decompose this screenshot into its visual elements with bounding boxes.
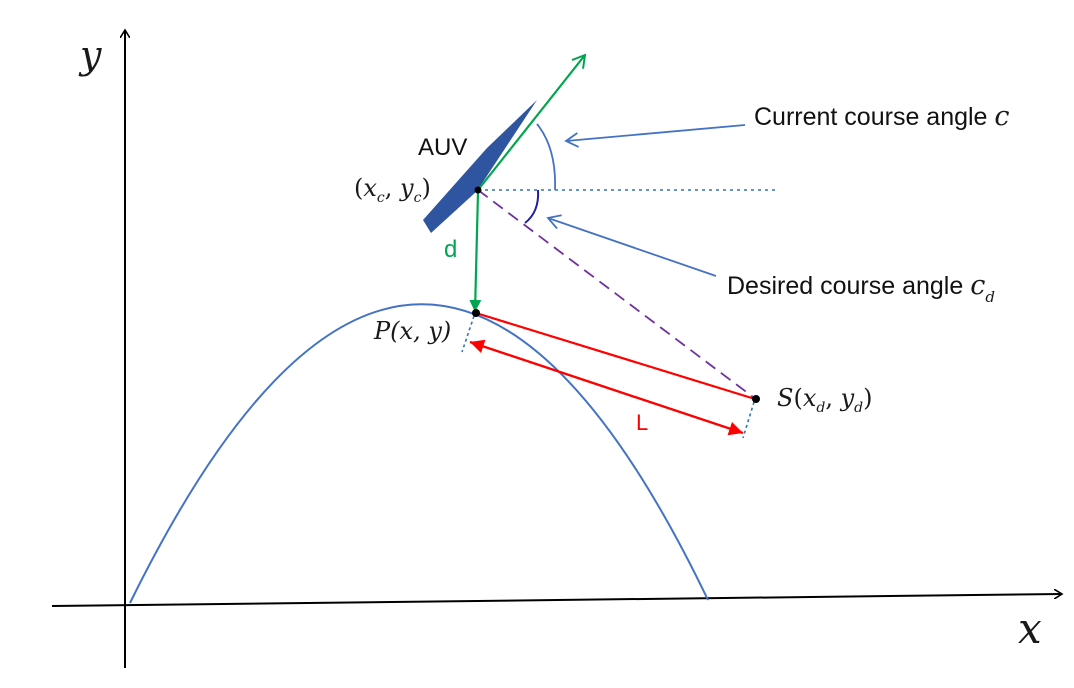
x-axis-label: x <box>1018 604 1042 653</box>
current-position-point <box>474 186 482 194</box>
current-course-angle-label: Current course angle c <box>754 101 1010 132</box>
heading-arrow <box>477 53 587 191</box>
auv-body <box>423 100 537 233</box>
lookahead-distance-arrow <box>469 339 744 436</box>
lookahead-tick-end <box>742 401 755 439</box>
path-point-label: P(x, y) <box>373 317 451 345</box>
y-axis-label: y <box>78 33 102 77</box>
target-point-s <box>752 395 760 403</box>
path-point-p <box>472 309 480 317</box>
distance-label: d <box>444 236 457 263</box>
path-to-target-line <box>475 311 756 401</box>
current-course-arc <box>536 123 556 191</box>
lookahead-label: L <box>636 410 648 435</box>
desired-course-angle-label: Desired course angle cd <box>727 270 995 306</box>
desired-course-line <box>477 189 758 401</box>
distance-arrow <box>469 191 482 313</box>
desired-course-callout-arrow <box>546 214 717 277</box>
current-position-label: (xc, yc) <box>354 174 431 206</box>
auv-label: AUV <box>418 134 467 161</box>
current-course-callout-arrow <box>564 124 746 148</box>
target-point-label: S(xd, yd) <box>777 384 873 416</box>
desired-course-arc <box>524 189 540 224</box>
desired-path-curve <box>129 303 709 604</box>
lookahead-tick-start <box>461 315 475 353</box>
x-axis <box>51 594 1062 607</box>
